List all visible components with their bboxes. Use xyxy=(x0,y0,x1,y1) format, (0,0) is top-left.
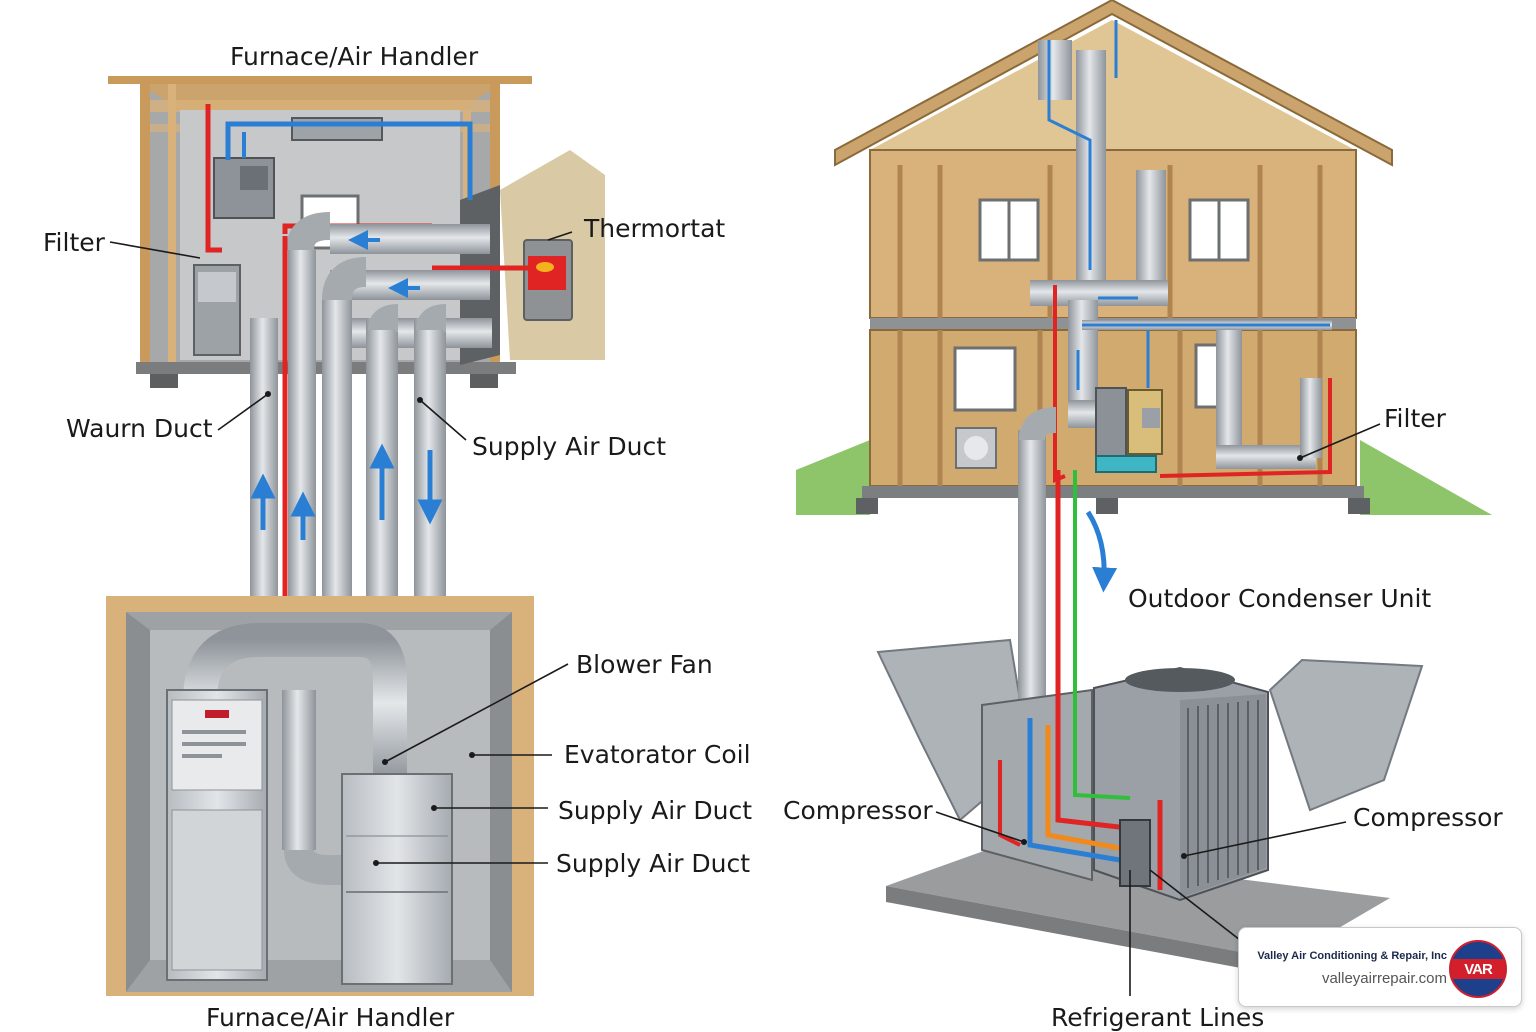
logo-text: VAR xyxy=(1464,961,1493,978)
right-dots xyxy=(1021,455,1303,859)
label-supply-air-duct-low: Supply Air Duct xyxy=(556,849,751,878)
right-leaders xyxy=(935,423,1381,996)
label-compressor-right: Compressor xyxy=(1353,803,1503,832)
label-blower-fan: Blower Fan xyxy=(576,650,713,679)
label-filter-left: Filter xyxy=(43,228,105,257)
house xyxy=(796,0,1492,593)
label-evaporator-coil: Evatorator Coil xyxy=(564,740,751,769)
label-refrigerant-lines: Refrigerant Lines xyxy=(1051,1003,1265,1032)
company-name: Valley Air Conditioning & Repair, Inc xyxy=(1257,950,1447,962)
thermostat-unit xyxy=(432,239,573,321)
label-supply-air-duct-upper: Supply Air Duct xyxy=(472,432,667,461)
label-thermostat: Thermortat xyxy=(584,214,726,243)
label-compressor-left: Compressor xyxy=(783,796,933,825)
label-supply-air-duct-mid: Supply Air Duct xyxy=(558,796,753,825)
left-leaders xyxy=(109,231,573,864)
left-dots xyxy=(265,391,475,866)
company-website-link[interactable]: valleyairrepair.com xyxy=(1321,970,1447,987)
label-furnace-air-handler-top: Furnace/Air Handler xyxy=(230,42,479,71)
label-filter-right: Filter xyxy=(1384,404,1446,433)
company-badge[interactable]: Valley Air Conditioning & Repair, Inc va… xyxy=(1238,927,1522,1007)
label-warm-duct: Waurn Duct xyxy=(66,414,213,443)
label-furnace-air-handler-bottom: Furnace/Air Handler xyxy=(206,1003,455,1032)
company-logo-icon: VAR xyxy=(1449,940,1507,998)
basement xyxy=(106,596,534,996)
outdoor-unit xyxy=(876,407,1424,976)
label-outdoor-condenser-unit: Outdoor Condenser Unit xyxy=(1128,584,1432,613)
